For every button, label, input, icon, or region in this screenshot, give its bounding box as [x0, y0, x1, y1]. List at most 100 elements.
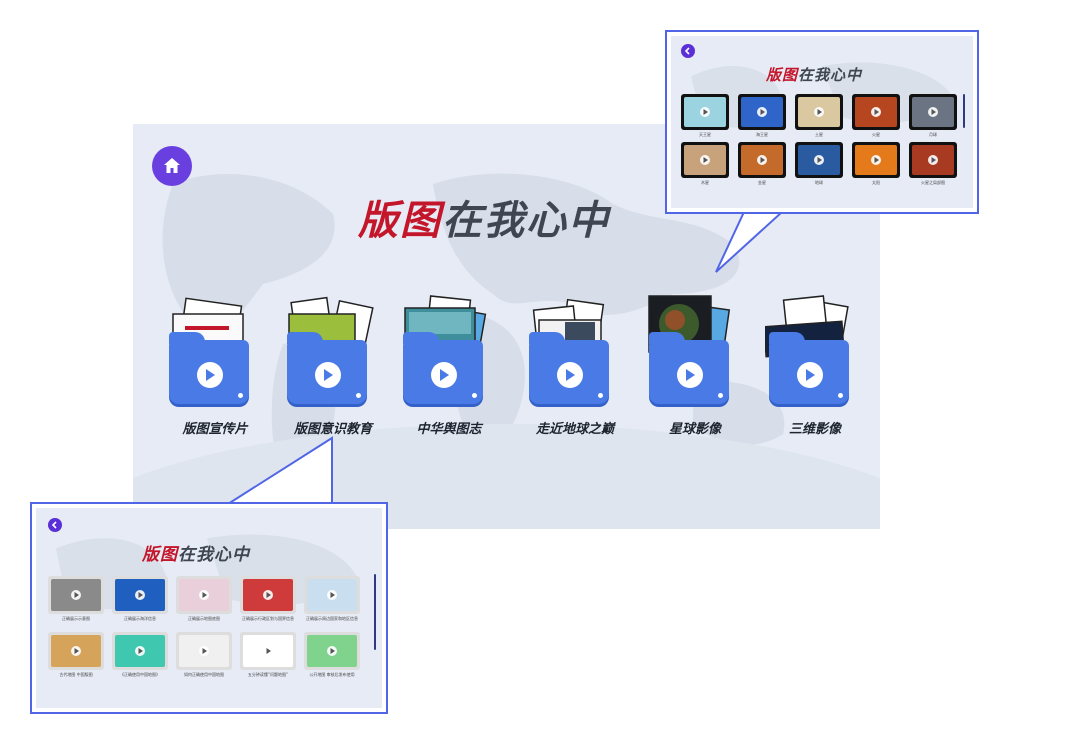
play-icon: [199, 590, 209, 600]
folder-awareness-education[interactable]: 版图意识教育: [283, 294, 383, 439]
play-icon: [700, 155, 710, 165]
play-icon: [757, 107, 767, 117]
video-thumbnail[interactable]: [304, 576, 360, 614]
video-thumbnail[interactable]: [176, 632, 232, 670]
callout-pointer: [715, 210, 784, 273]
play-icon: [197, 362, 223, 388]
video-thumbnail[interactable]: [112, 632, 168, 670]
video-thumbnail[interactable]: [909, 94, 957, 130]
play-icon: [871, 107, 881, 117]
callout-pointer: [226, 436, 338, 506]
play-icon: [315, 362, 341, 388]
arrow-left-icon: [51, 521, 57, 529]
play-icon: [928, 107, 938, 117]
thumbnail-caption: 正确展示海洋信息: [124, 616, 156, 621]
play-icon: [557, 362, 583, 388]
video-thumbnail[interactable]: [304, 632, 360, 670]
thumbnail-caption: 《正确使用中国地图》: [120, 672, 160, 677]
folder-label: 版图意识教育: [293, 422, 372, 437]
thumbnail-caption: 如何正确使用中国地图: [184, 672, 224, 677]
thumbnail-caption: 五分钟读懂“问题地图”: [247, 672, 289, 677]
arrow-left-icon: [684, 47, 690, 55]
page-title: 版图在我心中: [358, 198, 610, 244]
scrollbar[interactable]: [963, 94, 965, 128]
play-icon: [700, 107, 710, 117]
thumbnail-caption: 正确展示行政区划与国界信息: [242, 616, 294, 621]
folder-label: 星球影像: [668, 422, 721, 437]
thumbnail-caption: 天王星: [699, 132, 711, 137]
map-panel-screen: 版图在我心中 正确展示示意图 正确展示海洋信息 正确展示地图底图 正确展示行政区划与国…: [36, 508, 382, 708]
back-button[interactable]: [681, 44, 695, 58]
thumbnail-caption: 月球: [929, 132, 937, 137]
thumbnail-caption: 火星: [872, 132, 880, 137]
thumbnail-caption: 土星: [815, 132, 823, 137]
thumbnail-caption: 正确展示地图底图: [188, 616, 220, 621]
play-icon: [928, 155, 938, 165]
video-thumbnail[interactable]: [795, 142, 843, 178]
folder-pocket: [287, 332, 367, 404]
thumbnail-caption: 古代地图 中国版图: [59, 672, 93, 677]
play-icon: [135, 590, 145, 600]
video-thumbnail[interactable]: [852, 94, 900, 130]
folder-pocket: [529, 332, 609, 404]
video-thumbnail[interactable]: [738, 142, 786, 178]
play-icon: [677, 362, 703, 388]
folder-approach-summit[interactable]: 走近地球之巅: [525, 294, 625, 439]
play-icon: [814, 107, 824, 117]
folder-pocket: [649, 332, 729, 404]
video-thumbnail[interactable]: [112, 576, 168, 614]
video-thumbnail[interactable]: [240, 632, 296, 670]
play-icon: [263, 590, 273, 600]
back-button[interactable]: [48, 518, 62, 532]
thumbnail-caption: 地球: [815, 180, 823, 185]
thumbnail-caption: 正确展示周边国家和地区信息: [306, 616, 358, 621]
video-thumbnail[interactable]: [48, 632, 104, 670]
thumbnail-caption: 正确展示示意图: [62, 616, 90, 621]
play-icon: [135, 646, 145, 656]
play-icon: [797, 362, 823, 388]
folder-label: 三维影像: [788, 422, 841, 437]
video-thumbnail[interactable]: [795, 94, 843, 130]
thumbnail-caption: 太阳: [872, 180, 880, 185]
planet-panel-screen: 版图在我心中 天王星 海王星 土星 火星 月球木星 金星 地球 太阳 火星之局部图: [671, 36, 973, 208]
play-icon: [327, 590, 337, 600]
folder-pocket: [769, 332, 849, 404]
video-thumbnail[interactable]: [681, 142, 729, 178]
video-thumbnail[interactable]: [909, 142, 957, 178]
folder-propaganda-film[interactable]: 版图宣传片: [165, 294, 265, 439]
home-button[interactable]: [152, 146, 192, 186]
folder-3d-images[interactable]: 三维影像: [765, 294, 865, 439]
video-thumbnail[interactable]: [681, 94, 729, 130]
play-icon: [199, 646, 209, 656]
scrollbar[interactable]: [374, 574, 376, 650]
thumbnail-caption: 木星: [701, 180, 709, 185]
folder-label: 走近地球之巅: [535, 422, 614, 437]
video-thumbnail[interactable]: [176, 576, 232, 614]
thumbnail-caption: 海王星: [756, 132, 768, 137]
thumbnail-caption: 金星: [758, 180, 766, 185]
video-thumbnail[interactable]: [240, 576, 296, 614]
play-icon: [71, 590, 81, 600]
play-icon: [757, 155, 767, 165]
play-icon: [814, 155, 824, 165]
thumbnail-caption: 公开地图 审核后发布使用: [309, 672, 355, 677]
video-thumbnail[interactable]: [48, 576, 104, 614]
play-icon: [431, 362, 457, 388]
page-title: 版图在我心中: [766, 66, 863, 84]
page-title: 版图在我心中: [142, 545, 250, 565]
folder-pocket: [403, 332, 483, 404]
play-icon: [327, 646, 337, 656]
folder-planet-images[interactable]: 星球影像: [645, 294, 745, 439]
video-thumbnail[interactable]: [738, 94, 786, 130]
play-icon: [871, 155, 881, 165]
video-thumbnail[interactable]: [852, 142, 900, 178]
thumbnail-caption: 火星之局部图: [921, 180, 945, 185]
folder-label: 版图宣传片: [182, 422, 248, 437]
planet-panel-callout: 版图在我心中 天王星 海王星 土星 火星 月球木星 金星 地球 太阳 火星之局部图: [665, 30, 979, 214]
play-icon: [263, 646, 273, 656]
map-panel-callout: 版图在我心中 正确展示示意图 正确展示海洋信息 正确展示地图底图 正确展示行政区划与国…: [30, 502, 388, 714]
folder-pocket: [169, 332, 249, 404]
home-icon: [164, 158, 180, 173]
folder-label: 中华舆图志: [416, 422, 482, 437]
folder-chinese-atlas[interactable]: 中华舆图志: [399, 294, 499, 439]
